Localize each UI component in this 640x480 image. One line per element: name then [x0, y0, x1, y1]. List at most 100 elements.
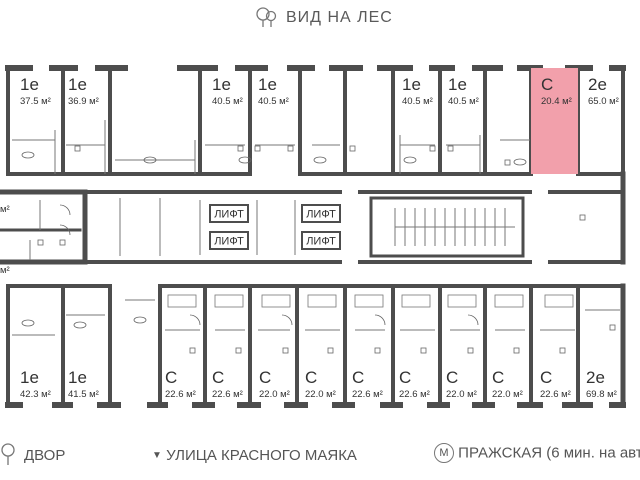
unit-type-label: 1е	[212, 75, 231, 94]
sink-icon	[143, 156, 157, 164]
unit-type-label: 1е	[20, 368, 39, 387]
unit-area-label: 22.6 м²	[540, 389, 571, 400]
door-swing-icon	[59, 204, 71, 216]
units: 1е 37.5 м² 1е 36.9 м² 1е 40.5 м² 1е 40.5 м² 1е 40…	[0, 68, 619, 400]
elevator-box	[209, 204, 249, 223]
bathtub-icon	[167, 294, 197, 308]
elevator-label: ЛИФТ	[214, 209, 244, 221]
stairwell	[369, 196, 525, 258]
unit-area-label: 36.9 м²	[68, 96, 99, 107]
toilet-icon	[579, 214, 586, 221]
sink-icon	[238, 156, 252, 164]
unit-type-label: 1е	[68, 368, 87, 387]
unit-area-label: 42.3 м²	[20, 389, 51, 400]
tree-icon	[254, 6, 278, 33]
unit-type-label: С	[540, 368, 552, 387]
sink-icon	[403, 156, 417, 164]
unit-type-label: 1е	[68, 75, 87, 94]
toilet-icon	[513, 347, 520, 354]
metro-station: ПРАЖСКАЯ (6 мин. на авт	[458, 444, 640, 462]
unit-area-label: 69.8 м²	[586, 389, 617, 400]
unit-area-label: 40.5 м²	[402, 96, 433, 107]
sink-icon	[133, 316, 147, 324]
toilet-icon	[235, 347, 242, 354]
door-swing-icon	[189, 314, 201, 326]
elevator-box	[209, 231, 249, 250]
unit-area-label: 22.6 м²	[212, 389, 243, 400]
unit-type-label: 1е	[258, 75, 277, 94]
toilet-icon	[559, 347, 566, 354]
elevator-label: ЛИФТ	[306, 209, 336, 221]
sink-icon	[73, 321, 87, 329]
toilet-icon	[467, 347, 474, 354]
street-label: ▼ УЛИЦА КРАСНОГО МАЯКА	[152, 447, 357, 464]
unit-type-label: С	[352, 368, 364, 387]
toilet-icon	[254, 145, 261, 152]
yard-tree-icon	[0, 442, 22, 471]
toilet-icon	[420, 347, 427, 354]
unit-area-label: 22.0 м²	[492, 389, 523, 400]
unit-area-label: 40.5 м²	[212, 96, 243, 107]
unit-type-label: С	[212, 368, 224, 387]
unit-area-label: 37.5 м²	[20, 96, 51, 107]
toilet-icon	[282, 347, 289, 354]
unit-area-label: 22.6 м²	[165, 389, 196, 400]
unit-type-label: С	[492, 368, 504, 387]
toilet-icon	[327, 347, 334, 354]
bathtub-icon	[354, 294, 384, 308]
walls	[0, 65, 626, 408]
door-swing-icon	[59, 224, 71, 236]
unit-type-label: 1е	[402, 75, 421, 94]
unit-area-label: 22.6 м²	[352, 389, 383, 400]
left-edge-area-mark: м²	[0, 204, 10, 215]
unit-type-label: С	[399, 368, 411, 387]
toilet-icon	[237, 145, 244, 152]
unit-type-label: С	[446, 368, 458, 387]
unit-type-label: 1е	[20, 75, 39, 94]
elevator-box	[301, 204, 341, 223]
street-name: УЛИЦА КРАСНОГО МАЯКА	[166, 447, 357, 464]
sink-icon	[313, 156, 327, 164]
triangle-down-icon: ▼	[152, 450, 162, 461]
bathtub-icon	[494, 294, 524, 308]
unit-area-label: 22.0 м²	[305, 389, 336, 400]
bathtub-icon	[261, 294, 291, 308]
toilet-icon	[447, 145, 454, 152]
toilet-icon	[74, 145, 81, 152]
highlighted-unit-fill	[531, 68, 578, 174]
sink-icon	[513, 158, 527, 166]
unit-type-label: С	[305, 368, 317, 387]
unit-type-label: 2е	[586, 368, 605, 387]
unit-area-label: 22.6 м²	[399, 389, 430, 400]
toilet-icon	[504, 159, 511, 166]
toilet-icon	[349, 145, 356, 152]
elevator-label: ЛИФТ	[306, 236, 336, 248]
elevator-label: ЛИФТ	[214, 236, 244, 248]
unit-type-label: 2е	[588, 75, 607, 94]
unit-area-label: 40.5 м²	[448, 96, 479, 107]
bathtub-icon	[307, 294, 337, 308]
unit-type-label: С	[259, 368, 271, 387]
unit-area-label: 65.0 м²	[588, 96, 619, 107]
toilet-icon	[189, 347, 196, 354]
toilet-icon	[59, 239, 66, 246]
metro-icon: М	[434, 443, 454, 463]
unit-area-label: 40.5 м²	[258, 96, 289, 107]
toilet-icon	[609, 324, 616, 331]
unit-area-label: 41.5 м²	[68, 389, 99, 400]
metro-label: М ПРАЖСКАЯ (6 мин. на авт	[434, 443, 640, 463]
toilet-icon	[374, 347, 381, 354]
unit-type-label: 1е	[448, 75, 467, 94]
unit-area-label: 22.0 м²	[259, 389, 290, 400]
door-swing-icon	[374, 314, 386, 326]
unit-area-label: 20.4 м²	[541, 96, 572, 107]
door-swing-icon	[467, 314, 479, 326]
bathtub-icon	[447, 294, 477, 308]
yard-label: ДВОР	[24, 447, 66, 464]
door-swing-icon	[281, 314, 293, 326]
toilet-icon	[429, 145, 436, 152]
forest-view-label: ВИД НА ЛЕС	[286, 9, 393, 26]
bathtub-icon	[401, 294, 431, 308]
sink-icon	[21, 151, 35, 159]
